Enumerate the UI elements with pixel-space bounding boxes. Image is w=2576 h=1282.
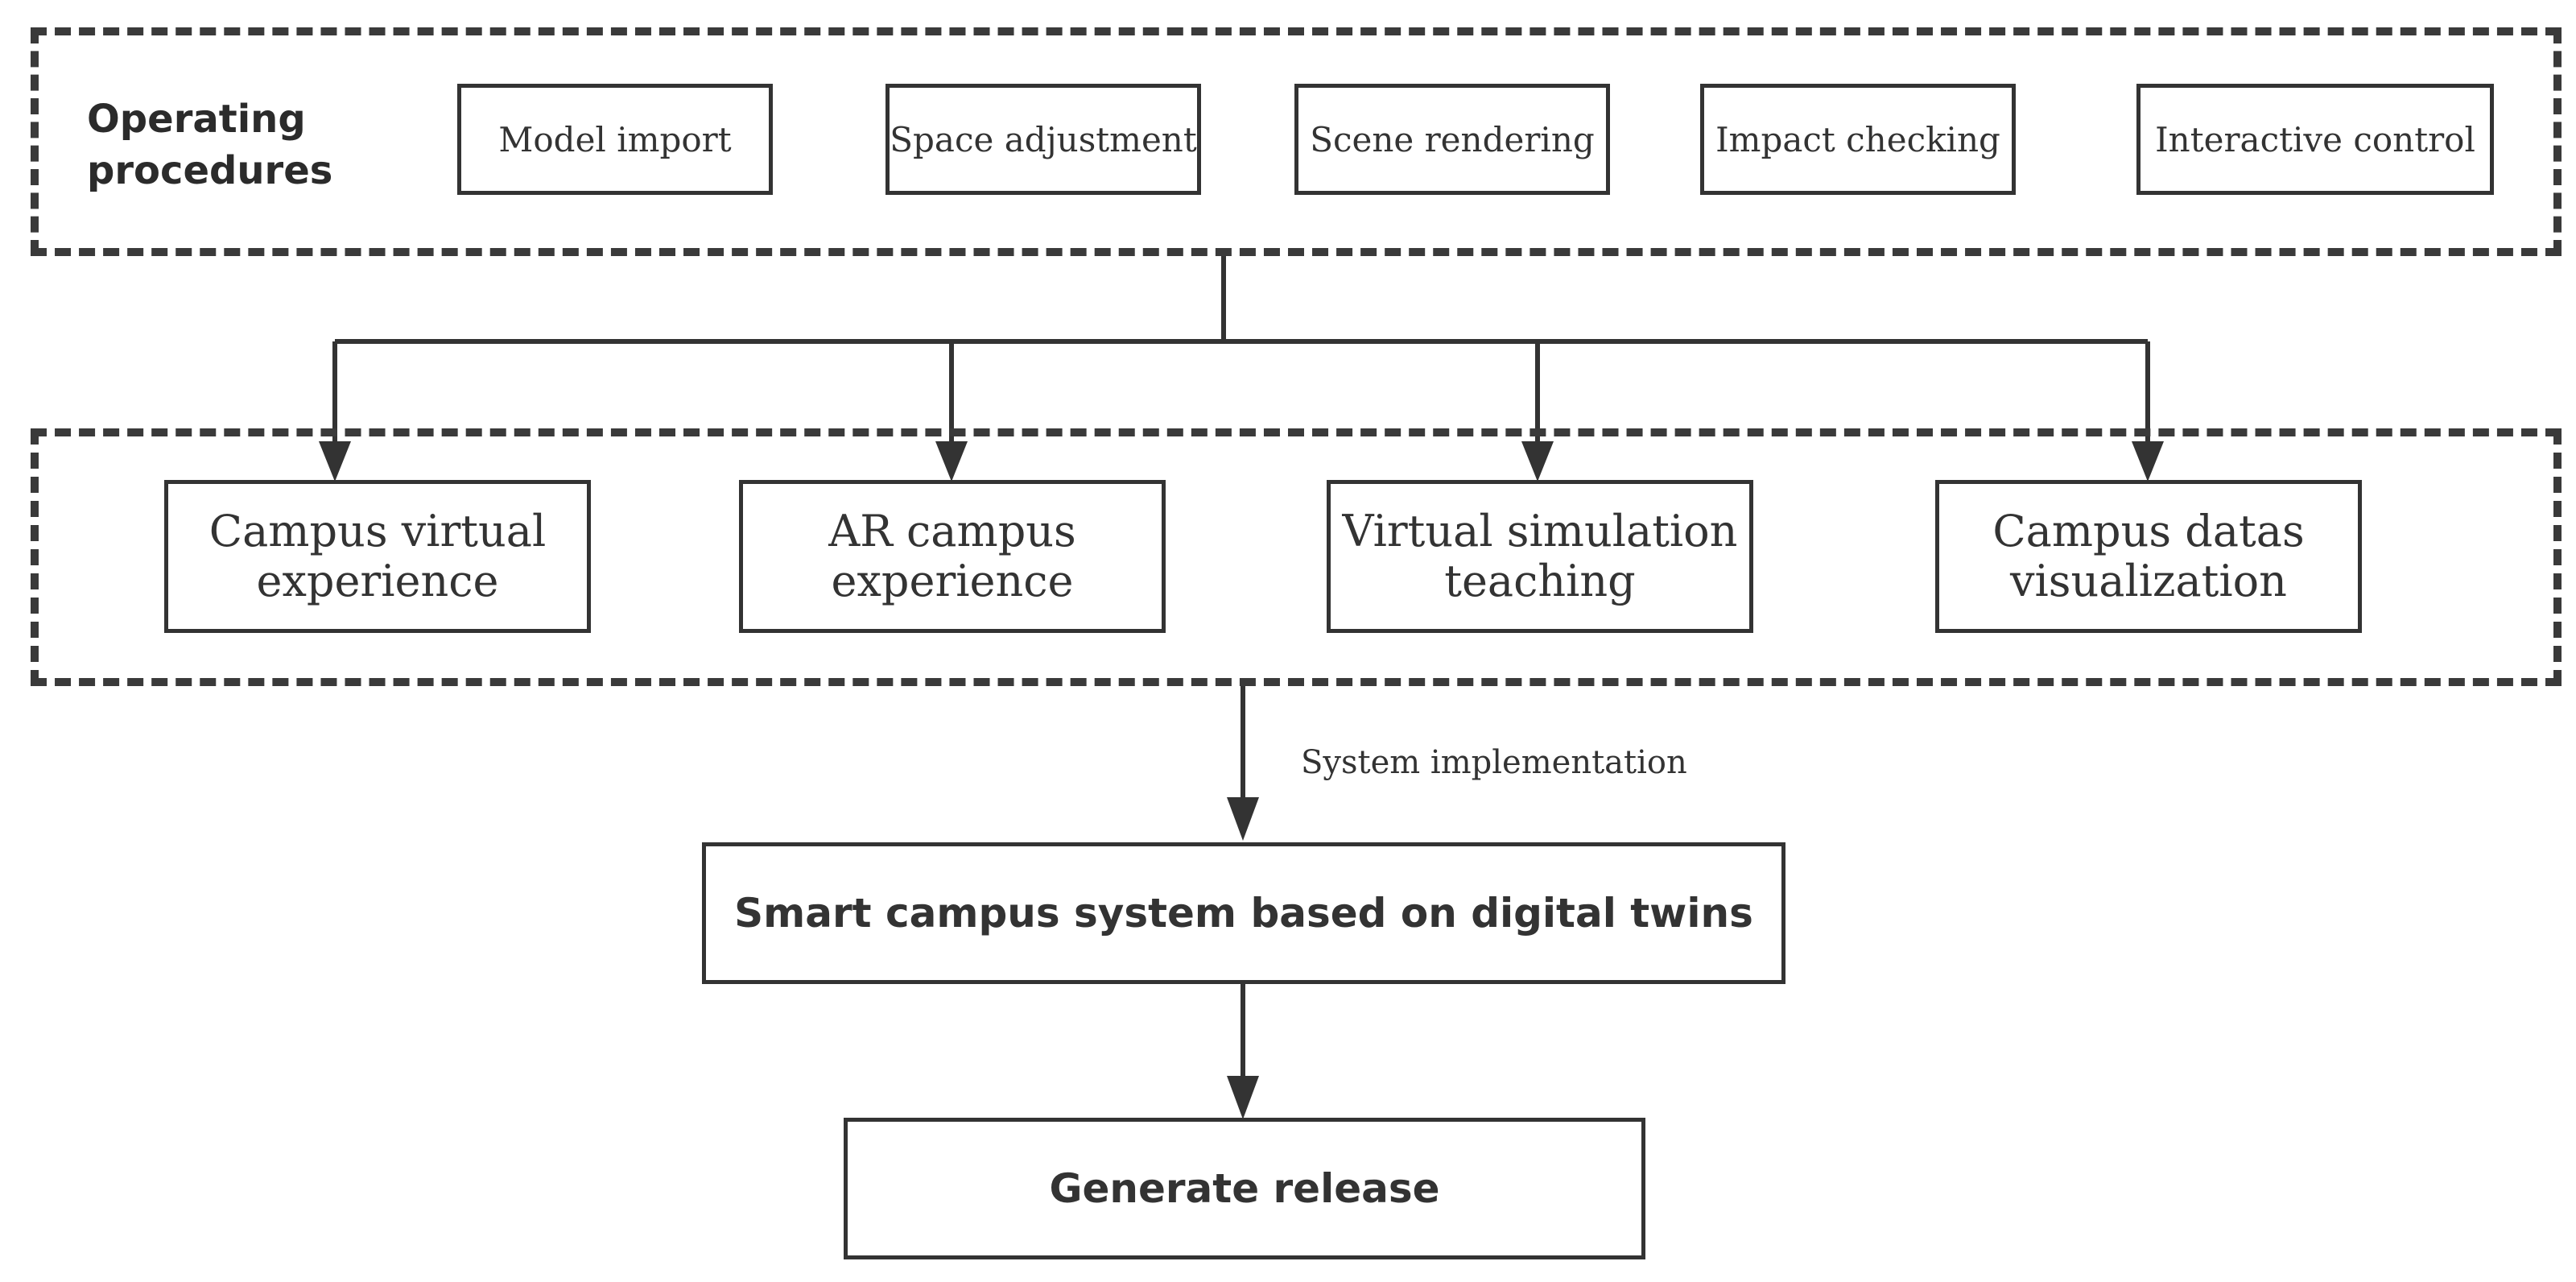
app-label-line1: Campus virtual [208, 506, 547, 556]
app-ar-campus-experience: AR campus experience [739, 480, 1166, 633]
app-label-line1: Virtual simulation [1342, 506, 1738, 556]
step-interactive-control: Interactive control [2136, 84, 2494, 195]
smart-campus-system-box: Smart campus system based on digital twi… [702, 842, 1785, 984]
app-label-line2: visualization [2010, 556, 2287, 606]
app-virtual-simulation-teaching: Virtual simulation teaching [1327, 480, 1753, 633]
group-title: Operating procedures [87, 93, 332, 196]
step-space-adjustment: Space adjustment [886, 84, 1201, 195]
applications-group [31, 428, 2562, 686]
generate-release-box: Generate release [844, 1118, 1645, 1259]
operating-procedures-group [31, 27, 2562, 256]
arrow-head [1227, 1076, 1259, 1119]
group-title-line1: Operating [87, 97, 306, 142]
arrow-head [1227, 797, 1259, 841]
arrow-head [1521, 441, 1554, 482]
arrow-head [2132, 441, 2164, 482]
step-impact-checking: Impact checking [1700, 84, 2016, 195]
arrow-head [935, 441, 968, 482]
group-title-line2: procedures [87, 148, 333, 193]
app-label-line2: teaching [1444, 556, 1636, 606]
edge-label: System implementation [1301, 744, 1687, 781]
step-model-import: Model import [457, 84, 773, 195]
app-label-line1: AR campus [828, 506, 1076, 556]
arrow-head [319, 441, 351, 482]
app-campus-virtual-experience: Campus virtual experience [164, 480, 591, 633]
app-label-line2: experience [256, 556, 499, 606]
app-campus-datas-visualization: Campus datas visualization [1935, 480, 2362, 633]
app-label-line1: Campus datas [1992, 506, 2305, 556]
app-label-line2: experience [831, 556, 1074, 606]
step-scene-rendering: Scene rendering [1294, 84, 1610, 195]
